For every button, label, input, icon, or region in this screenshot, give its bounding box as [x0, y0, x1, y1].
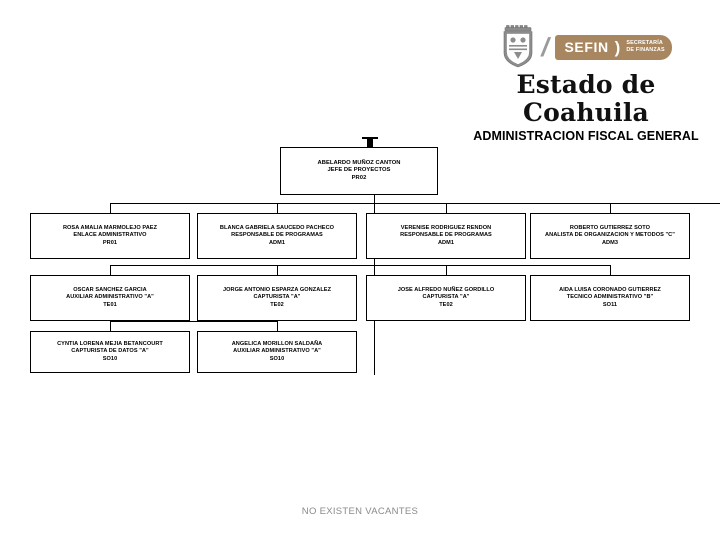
org-node[interactable]: CYNTIA LORENA MEJIA BETANCOURT CAPTURIST… [30, 331, 190, 373]
org-node[interactable]: OSCAR SANCHEZ GARCIA AUXILIAR ADMINISTRA… [30, 275, 190, 321]
org-node-position: AUXILIAR ADMINISTRATIVO "A" [233, 348, 321, 355]
org-node-position: RESPONSABLE DE PROGRAMAS [231, 232, 323, 239]
org-node[interactable]: VERENISE RODRIGUEZ RENDON RESPONSABLE DE… [366, 213, 526, 259]
sefin-subtitle: SECRETARÍA DE FINANZAS [626, 40, 665, 53]
org-node[interactable]: ANGELICA MORILLON SALDAÑA AUXILIAR ADMIN… [197, 331, 357, 373]
row-a-bus [110, 203, 610, 205]
org-node-code: PR01 [102, 239, 118, 246]
vacancies-note: NO EXISTEN VACANTES [301, 506, 419, 517]
org-node-name: AIDA LUISA CORONADO GUTIERREZ [559, 286, 661, 293]
org-node-name: ROSA AMALIA MARMOLEJO PAEZ [62, 224, 158, 231]
org-node-name: OSCAR SANCHEZ GARCIA [73, 286, 147, 293]
org-node-code: TE01 [103, 301, 117, 308]
org-node-position: CAPTURISTA "A" [422, 294, 470, 301]
org-node-name: VERENISE RODRIGUEZ RENDON [400, 224, 492, 231]
org-node-position: AUXILIAR ADMINISTRATIVO "A" [66, 294, 154, 301]
department-title: ADMINISTRACION FISCAL GENERAL [473, 129, 699, 143]
row-b-stub-4 [610, 265, 612, 275]
org-node-position: ENLACE ADMINISTRATIVO [73, 232, 147, 239]
row-c-stub-1 [110, 321, 112, 331]
org-node[interactable]: JOSE ALFREDO NUÑEZ GORDILLO CAPTURISTA "… [366, 275, 526, 321]
org-node[interactable]: JORGE ANTONIO ESPARZA GONZALEZ CAPTURIST… [197, 275, 357, 321]
root-top-connector-stem [367, 139, 373, 147]
org-node-position: JEFE DE PROYECTOS [327, 167, 391, 174]
org-node-code: ADM3 [601, 239, 619, 246]
org-node-name: BLANCA GABRIELA SAUCEDO PACHECO [219, 224, 335, 231]
org-node-position: CAPTURISTA "A" [253, 294, 301, 301]
logo-row: / SEFIN ) SECRETARÍA DE FINANZAS [462, 24, 710, 70]
row-a-stub-1 [110, 203, 112, 213]
row-b-stub-2 [277, 265, 279, 275]
sefin-paren-icon: ) [614, 37, 621, 57]
org-node-name: ANGELICA MORILLON SALDAÑA [231, 340, 323, 347]
row-a-stub-4 [610, 203, 612, 213]
row-c-stub-2 [277, 321, 279, 331]
row-a-stub-2 [277, 203, 279, 213]
org-node-position: ANALISTA DE ORGANIZACION Y METODOS "C" [545, 232, 675, 239]
org-node-name: JOSE ALFREDO NUÑEZ GORDILLO [397, 286, 495, 293]
row-a-stub-3 [446, 203, 448, 213]
root-top-connector-bar [362, 137, 378, 140]
org-node-position: TECNICO ADMINISTRATIVO "B" [566, 294, 654, 301]
org-node-code: ADM1 [268, 239, 286, 246]
org-node-code: SO11 [602, 301, 618, 308]
org-node-code: ADM1 [437, 239, 455, 246]
state-title: Estado de Coahuila [516, 70, 656, 127]
org-node[interactable]: BLANCA GABRIELA SAUCEDO PACHECO RESPONSA… [197, 213, 357, 259]
org-node-name: CYNTIA LORENA MEJIA BETANCOURT [57, 340, 163, 347]
org-node-position: CAPTURISTA DE DATOS "A" [71, 348, 149, 355]
org-node-name: ROBERTO GUTIERREZ SOTO [569, 224, 651, 231]
row-b-stub-1 [110, 265, 112, 275]
row-b-stub-3 [446, 265, 448, 275]
org-node[interactable]: AIDA LUISA CORONADO GUTIERREZ TECNICO AD… [530, 275, 690, 321]
org-node-code: TE02 [270, 301, 284, 308]
row-b-bus [110, 265, 610, 267]
org-node-root[interactable]: ABELARDO MUÑOZ CANTON JEFE DE PROYECTOS … [280, 147, 438, 195]
institution-header: / SEFIN ) SECRETARÍA DE FINANZAS Estado … [462, 24, 710, 143]
org-node-code: SO10 [102, 355, 118, 362]
org-node-code: TE02 [439, 301, 453, 308]
row-c-bus [110, 321, 277, 323]
sefin-wordmark: SEFIN [564, 39, 609, 55]
org-node-name: JORGE ANTONIO ESPARZA GONZALEZ [222, 286, 332, 293]
org-node-code: SO10 [269, 355, 285, 362]
org-node[interactable]: ROSA AMALIA MARMOLEJO PAEZ ENLACE ADMINI… [30, 213, 190, 259]
org-node-code: PR02 [351, 174, 367, 181]
sefin-badge: SEFIN ) SECRETARÍA DE FINANZAS [555, 34, 672, 60]
org-node[interactable]: ROBERTO GUTIERREZ SOTO ANALISTA DE ORGAN… [530, 213, 690, 259]
org-node-position: RESPONSABLE DE PROGRAMAS [400, 232, 492, 239]
org-node-name: ABELARDO MUÑOZ CANTON [317, 159, 401, 166]
coahuila-coat-of-arms-icon [503, 25, 533, 68]
